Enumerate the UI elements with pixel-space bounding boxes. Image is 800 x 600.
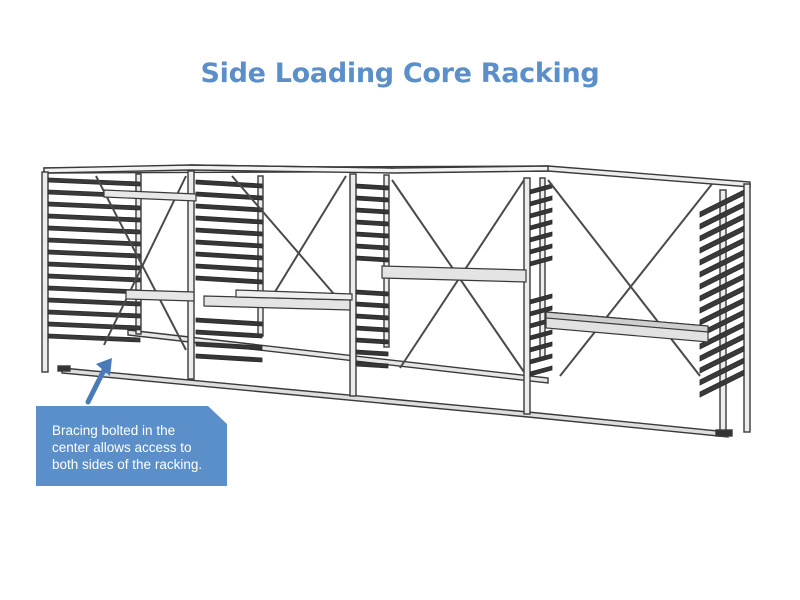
slat-bank-2	[195, 179, 263, 363]
callout-line-3: both sides of the racking.	[52, 457, 203, 472]
callout-text-box: Bracing bolted in the center allows acce…	[36, 406, 227, 486]
slat-bank-3	[355, 183, 389, 369]
shelves	[103, 189, 709, 343]
slat-bank-left	[47, 177, 141, 343]
callout-line-1: Bracing bolted in the	[52, 423, 176, 438]
slat-bank-right	[699, 189, 745, 398]
slat-bank-4	[529, 183, 553, 377]
callout-line-2: center allows access to	[52, 440, 192, 455]
diagram-title: Side Loading Core Racking	[200, 58, 600, 89]
